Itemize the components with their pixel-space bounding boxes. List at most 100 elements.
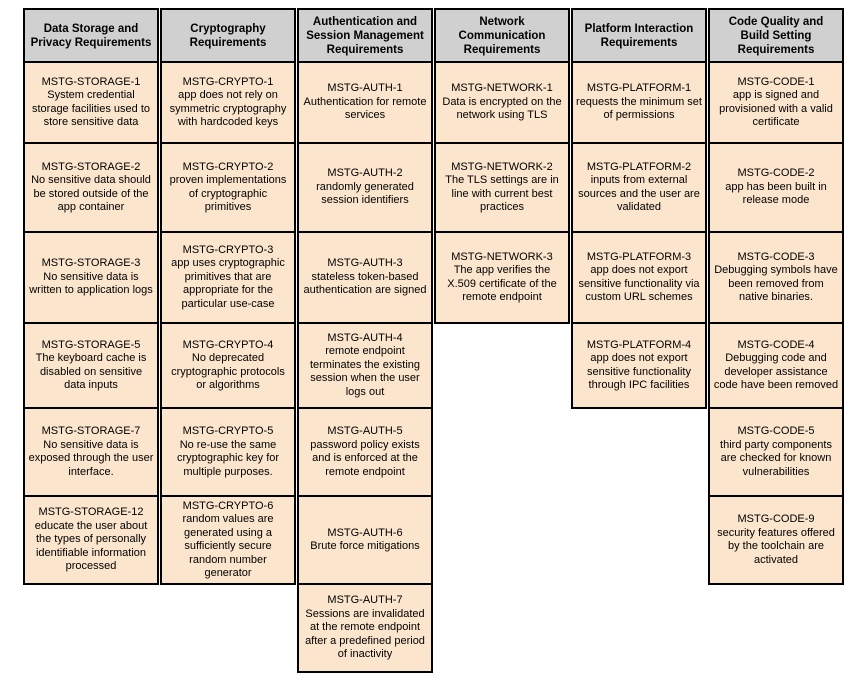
requirement-cell: MSTG-STORAGE-1 System credential storage…: [23, 61, 159, 144]
requirement-desc: The keyboard cache is disabled on sensit…: [35, 352, 147, 391]
requirement-desc: No re-use the same cryptographic key for…: [176, 438, 280, 478]
requirement-code: MSTG-AUTH-4: [327, 331, 403, 344]
requirement-code: MSTG-AUTH-3: [327, 257, 403, 270]
requirement-cell: MSTG-CODE-1 app is signed and provisione…: [708, 61, 844, 144]
column-header-platform: Platform Interaction Requirements: [571, 8, 707, 63]
column-header-network: Network Communication Requirements: [434, 8, 570, 63]
requirement-code: MSTG-CRYPTO-2: [182, 160, 274, 173]
requirement-cell: MSTG-NETWORK-1 Data is encrypted on the …: [434, 61, 570, 144]
requirement-cell: MSTG-CRYPTO-4 No deprecated cryptographi…: [160, 322, 296, 409]
requirement-desc: The TLS settings are in line with curren…: [445, 174, 559, 213]
requirement-desc: third party components are checked for k…: [720, 438, 832, 478]
column-header-code-quality: Code Quality and Build Setting Requireme…: [708, 8, 844, 63]
requirement-desc: No sensitive data should be stored outsi…: [31, 174, 151, 213]
column-data-storage: Data Storage and Privacy Requirements MS…: [23, 8, 159, 585]
requirement-code: MSTG-STORAGE-12: [38, 506, 144, 519]
requirement-code: MSTG-AUTH-5: [327, 425, 403, 437]
requirement-code: MSTG-STORAGE-3: [41, 257, 141, 270]
requirement-desc: Data is encrypted on the network using T…: [442, 95, 562, 122]
requirement-code: MSTG-PLATFORM-2: [586, 160, 692, 173]
column-cryptography: Cryptography Requirements MSTG-CRYPTO-1 …: [160, 8, 296, 585]
requirement-cell: MSTG-AUTH-2 randomly generated session i…: [297, 142, 433, 233]
requirement-desc: proven implementations of cryptographic …: [169, 174, 287, 213]
requirement-desc: Brute force mitigations: [310, 540, 420, 552]
requirement-desc: app does not export sensitive functional…: [578, 264, 700, 303]
requirement-desc: app does not export sensitive functional…: [587, 352, 691, 391]
requirement-desc: Debugging symbols have been removed from…: [714, 264, 838, 303]
requirement-cell: MSTG-PLATFORM-4 app does not export sens…: [571, 322, 707, 409]
requirement-cell: MSTG-CRYPTO-2 proven implementations of …: [160, 142, 296, 233]
requirement-cell: MSTG-AUTH-3 stateless token-based authen…: [297, 231, 433, 324]
requirement-desc: The app verifies the X.509 certificate o…: [447, 264, 557, 303]
requirement-desc: random values are generated using a suff…: [182, 513, 274, 579]
requirement-desc: remote endpoint terminates the existing …: [309, 345, 421, 398]
requirement-desc: Debugging code and developer assistance …: [713, 352, 839, 391]
requirement-desc: requests the minimum set of permissions: [576, 95, 702, 122]
requirement-code: MSTG-AUTH-7: [327, 594, 403, 607]
requirement-cell: MSTG-CRYPTO-1 app does not rely on symme…: [160, 61, 296, 144]
requirement-code: MSTG-CODE-5: [737, 425, 815, 437]
requirement-cell: MSTG-AUTH-5 password policy exists and i…: [297, 407, 433, 497]
requirement-cell: MSTG-AUTH-1 Authentication for remote se…: [297, 61, 433, 144]
requirement-cell: MSTG-STORAGE-3 No sensitive data is writ…: [23, 231, 159, 324]
requirement-cell: MSTG-STORAGE-12 educate the user about t…: [23, 495, 159, 585]
requirement-desc: security features offered by the toolcha…: [717, 526, 835, 566]
requirement-code: MSTG-STORAGE-1: [41, 75, 141, 88]
requirement-code: MSTG-STORAGE-7: [41, 425, 141, 437]
requirement-cell: MSTG-STORAGE-7 No sensitive data is expo…: [23, 407, 159, 497]
requirement-code: MSTG-CRYPTO-1: [182, 75, 274, 88]
requirement-code: MSTG-AUTH-6: [327, 526, 403, 539]
requirement-desc: stateless token-based authentication are…: [303, 270, 427, 297]
requirement-desc: app does not rely on symmetric cryptogra…: [169, 89, 287, 128]
requirement-code: MSTG-CODE-4: [737, 338, 815, 351]
requirement-cell: MSTG-NETWORK-2 The TLS settings are in l…: [434, 142, 570, 233]
requirement-cell: MSTG-PLATFORM-3 app does not export sens…: [571, 231, 707, 324]
requirement-cell: MSTG-CODE-4 Debugging code and developer…: [708, 322, 844, 409]
requirement-cell: MSTG-PLATFORM-2 inputs from external sou…: [571, 142, 707, 233]
requirement-desc: app is signed and provisioned with a val…: [719, 89, 833, 128]
requirement-desc: app uses cryptographic primitives that a…: [171, 257, 285, 310]
requirement-code: MSTG-AUTH-1: [327, 82, 403, 95]
requirement-code: MSTG-CODE-9: [737, 513, 815, 525]
requirement-code: MSTG-CODE-1: [737, 75, 815, 88]
requirement-desc: System credential storage facilities use…: [31, 89, 150, 128]
requirement-desc: Authentication for remote services: [303, 95, 427, 122]
requirement-code: MSTG-STORAGE-2: [41, 160, 141, 173]
requirement-code: MSTG-PLATFORM-3: [586, 250, 692, 263]
requirement-code: MSTG-NETWORK-2: [451, 160, 553, 173]
requirement-cell: MSTG-NETWORK-3 The app verifies the X.50…: [434, 231, 570, 324]
requirement-desc: app has been built in release mode: [725, 180, 827, 207]
column-header-authentication: Authentication and Session Management Re…: [297, 8, 433, 63]
requirement-code: MSTG-NETWORK-1: [451, 82, 553, 95]
requirement-code: MSTG-PLATFORM-4: [586, 338, 692, 351]
requirement-desc: No sensitive data is written to applicat…: [29, 270, 153, 297]
requirement-cell: MSTG-CODE-3 Debugging symbols have been …: [708, 231, 844, 324]
requirement-desc: educate the user about the types of pers…: [34, 519, 148, 573]
requirement-desc: inputs from external sources and the use…: [578, 174, 700, 213]
requirement-code: MSTG-NETWORK-3: [451, 250, 553, 263]
requirement-code: MSTG-PLATFORM-1: [586, 82, 692, 95]
requirement-cell: MSTG-STORAGE-5 The keyboard cache is dis…: [23, 322, 159, 409]
requirement-code: MSTG-CRYPTO-5: [182, 425, 274, 437]
requirement-code: MSTG-STORAGE-5: [41, 338, 141, 351]
requirement-desc: No sensitive data is exposed through the…: [28, 438, 154, 478]
column-network: Network Communication Requirements MSTG-…: [434, 8, 570, 324]
requirement-cell: MSTG-CRYPTO-5 No re-use the same cryptog…: [160, 407, 296, 497]
requirement-cell: MSTG-CODE-2 app has been built in releas…: [708, 142, 844, 233]
column-header-cryptography: Cryptography Requirements: [160, 8, 296, 63]
requirement-cell: MSTG-CRYPTO-3 app uses cryptographic pri…: [160, 231, 296, 324]
table-columns: Data Storage and Privacy Requirements MS…: [23, 8, 861, 673]
requirement-code: MSTG-CRYPTO-6: [182, 499, 274, 512]
requirement-cell: MSTG-STORAGE-2 No sensitive data should …: [23, 142, 159, 233]
requirement-cell: MSTG-CRYPTO-6 random values are generate…: [160, 495, 296, 585]
requirement-cell: MSTG-AUTH-6 Brute force mitigations: [297, 495, 433, 585]
requirement-desc: randomly generated session identifiers: [316, 180, 414, 207]
requirement-cell: MSTG-PLATFORM-1 requests the minimum set…: [571, 61, 707, 144]
requirement-cell: MSTG-CODE-9 security features offered by…: [708, 495, 844, 585]
requirement-desc: Sessions are invalidated at the remote e…: [305, 607, 425, 661]
requirement-code: MSTG-CODE-3: [737, 250, 815, 263]
column-platform: Platform Interaction Requirements MSTG-P…: [571, 8, 707, 409]
requirement-desc: password policy exists and is enforced a…: [310, 438, 420, 478]
column-code-quality: Code Quality and Build Setting Requireme…: [708, 8, 844, 585]
